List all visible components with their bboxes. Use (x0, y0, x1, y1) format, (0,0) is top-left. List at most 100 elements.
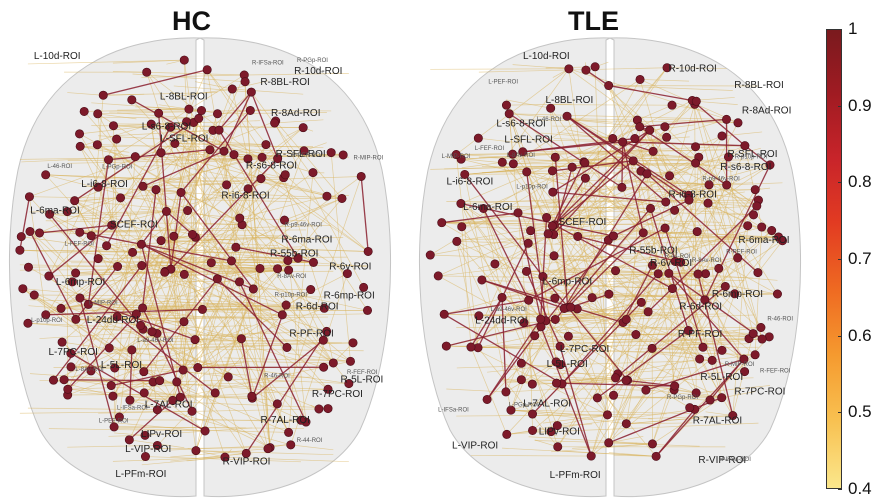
roi-label: LIPv-ROI (539, 426, 580, 437)
roi-node (241, 78, 249, 86)
roi-node (346, 357, 354, 365)
roi-node (581, 159, 589, 167)
roi-label: R-p9-46v-ROI (285, 223, 323, 229)
roi-node (137, 240, 145, 248)
roi-node (632, 330, 640, 338)
roi-node (718, 132, 726, 140)
colorbar-tick-mark (838, 259, 842, 260)
roi-node (139, 182, 147, 190)
roi-node (605, 290, 613, 298)
roi-node (87, 232, 95, 240)
roi-node (531, 332, 539, 340)
roi-node (281, 171, 289, 179)
roi-label: R-8Av-ROI (277, 274, 307, 280)
roi-label: L-p10p-ROI (516, 185, 548, 191)
roi-node (661, 224, 669, 232)
roi-node (552, 379, 560, 387)
roi-node (324, 404, 332, 412)
roi-label: R-i6-8-ROI (221, 191, 269, 202)
roi-node (203, 66, 211, 74)
roi-node (458, 222, 466, 230)
roi-node (213, 110, 221, 118)
roi-label: R-44-ROI (665, 254, 691, 260)
roi-node (237, 335, 245, 343)
roi-node (188, 230, 196, 238)
roi-node (751, 185, 759, 193)
roi-label: L-24dd-ROI (475, 315, 527, 326)
roi-node (524, 296, 532, 304)
roi-node (273, 264, 281, 272)
roi-node (474, 134, 482, 142)
roi-label: R-10d-ROI (294, 66, 342, 77)
roi-node (24, 263, 32, 271)
roi-node (643, 170, 651, 178)
roi-node (220, 147, 228, 155)
roi-node (483, 395, 491, 403)
roi-node (502, 101, 510, 109)
roi-label: L-FEF-ROI (65, 242, 95, 248)
roi-node (695, 355, 703, 363)
roi-label: L-10d-ROI (523, 51, 570, 62)
roi-node (514, 209, 522, 217)
roi-node (442, 342, 450, 350)
roi-node (60, 376, 68, 384)
roi-node (706, 396, 714, 404)
roi-node (758, 335, 766, 343)
roi-node (654, 270, 662, 278)
roi-node (749, 329, 757, 337)
roi-node (67, 363, 75, 371)
roi-node (170, 232, 178, 240)
roi-node (198, 305, 206, 313)
roi-node (323, 192, 331, 200)
roi-node (528, 410, 536, 418)
roi-node (618, 183, 626, 191)
roi-label: L-10d-ROI (34, 51, 81, 62)
roi-node (438, 218, 446, 226)
roi-node (162, 207, 170, 215)
roi-node (550, 252, 558, 260)
roi-label: R-8Ad-ROI (742, 106, 791, 117)
roi-node (248, 392, 256, 400)
roi-node (76, 228, 84, 236)
roi-label: L-SFL-ROI (160, 134, 208, 145)
roi-label: L-FEF-ROI (475, 146, 505, 152)
roi-node (197, 106, 205, 114)
roi-label: R-PF-ROI (678, 329, 722, 340)
roi-node (692, 97, 700, 105)
roi-node (691, 143, 699, 151)
roi-node (57, 304, 65, 312)
colorbar-tick-mark (838, 489, 842, 490)
roi-node (113, 262, 121, 270)
roi-label: R-PEF-ROI (726, 250, 757, 256)
roi-node (183, 206, 191, 214)
roi-node (637, 298, 645, 306)
roi-node (16, 246, 24, 254)
roi-node (338, 194, 346, 202)
roi-node (644, 308, 652, 316)
roi-label: L-i6-8-ROI (447, 176, 494, 187)
roi-label: L-VIP-ROI (452, 441, 498, 452)
roi-node (498, 293, 506, 301)
roi-node (636, 123, 644, 131)
roi-node (41, 171, 49, 179)
roi-node (648, 344, 656, 352)
roi-node (363, 306, 371, 314)
roi-node (35, 229, 43, 237)
roi-label: R-PGp-ROI (667, 395, 698, 401)
roi-label: L-p10p-ROI (31, 318, 63, 324)
roi-node (631, 134, 639, 142)
roi-node (751, 351, 759, 359)
roi-node (524, 239, 532, 247)
roi-label: R-FEF-ROI (760, 368, 791, 374)
roi-label: L-a9-46v-ROI (137, 338, 174, 344)
roi-label: R-PEF-ROI (291, 153, 322, 159)
roi-node (734, 119, 742, 127)
colorbar-tick-label: 0.6 (848, 327, 872, 344)
roi-node (609, 391, 617, 399)
roi-label: R-8Av-ROI (692, 258, 722, 264)
roi-node (126, 396, 134, 404)
roi-node (112, 135, 120, 143)
roi-node (299, 123, 307, 131)
roi-node (603, 411, 611, 419)
roi-node (522, 267, 530, 275)
